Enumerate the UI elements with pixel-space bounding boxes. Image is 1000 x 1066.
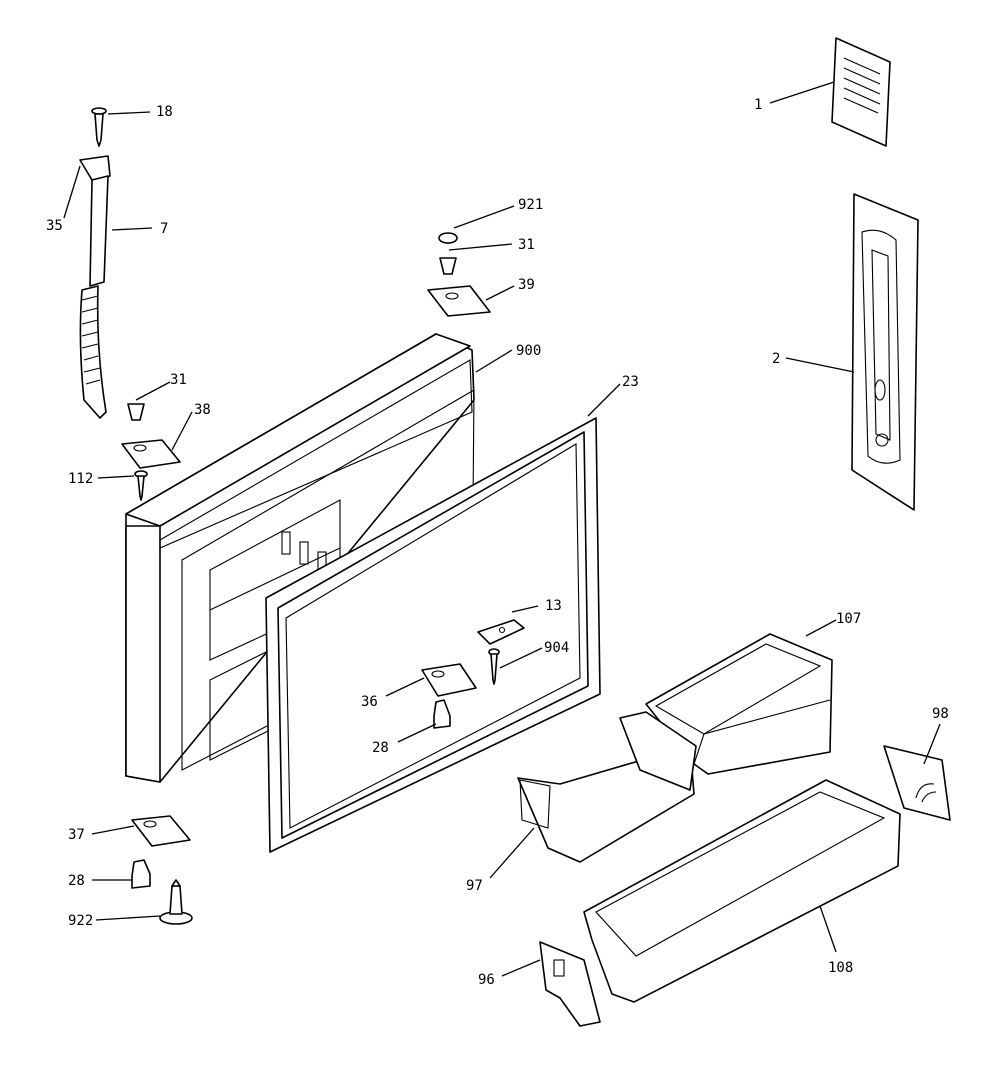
callout-18: 18 <box>156 104 173 120</box>
callout-36: 36 <box>361 694 378 710</box>
part-door-handle <box>851 193 919 511</box>
callout-97: 97 <box>466 878 483 894</box>
callout-1: 1 <box>754 97 762 113</box>
callout-7: 7 <box>160 221 168 237</box>
callout-28-lower: 28 <box>68 873 85 889</box>
callout-31-upper: 31 <box>518 237 535 253</box>
part-hinge-plate-38 <box>121 439 181 469</box>
part-door-bin-97 <box>517 711 697 863</box>
callout-900: 900 <box>516 343 541 359</box>
callout-37: 37 <box>68 827 85 843</box>
callout-107: 107 <box>836 611 861 627</box>
part-door-bin-108 <box>583 779 901 1003</box>
callout-35: 35 <box>46 218 63 234</box>
part-bushing-31-upper <box>439 257 457 275</box>
callout-28-center: 28 <box>372 740 389 756</box>
part-screw-112 <box>134 470 148 501</box>
part-cap-921 <box>438 232 458 244</box>
leader-lines <box>63 81 941 977</box>
part-pin-28-lower <box>131 859 151 889</box>
callout-904: 904 <box>544 640 569 656</box>
part-screw-904 <box>488 648 500 685</box>
part-hinge-bracket <box>79 155 111 419</box>
callout-13: 13 <box>545 598 562 614</box>
callout-108: 108 <box>828 960 853 976</box>
callout-23: 23 <box>622 374 639 390</box>
callout-922: 922 <box>68 913 93 929</box>
part-bushing-31-left <box>127 403 145 421</box>
callout-921: 921 <box>518 197 543 213</box>
callout-labels: 1 2 7 13 18 23 28 28 31 31 35 36 37 38 3… <box>46 97 949 988</box>
part-instruction-booklet <box>831 37 891 147</box>
callout-38: 38 <box>194 402 211 418</box>
part-end-cap-98 <box>883 745 951 821</box>
callout-31-left: 31 <box>170 372 187 388</box>
part-bracket-36 <box>421 663 477 697</box>
part-pin-28-center <box>433 699 451 729</box>
part-end-cap-96 <box>539 941 601 1027</box>
part-hinge-plate-39 <box>427 285 491 317</box>
callout-2: 2 <box>772 351 780 367</box>
callout-98: 98 <box>932 706 949 722</box>
part-door-gasket <box>265 417 601 853</box>
callout-112: 112 <box>68 471 93 487</box>
part-door-assembly <box>125 333 475 783</box>
callout-39: 39 <box>518 277 535 293</box>
part-bracket-13 <box>477 619 525 645</box>
part-pin-922 <box>159 879 193 925</box>
callout-96: 96 <box>478 972 495 988</box>
part-bracket-37 <box>131 815 191 847</box>
part-screw-18 <box>91 107 107 147</box>
